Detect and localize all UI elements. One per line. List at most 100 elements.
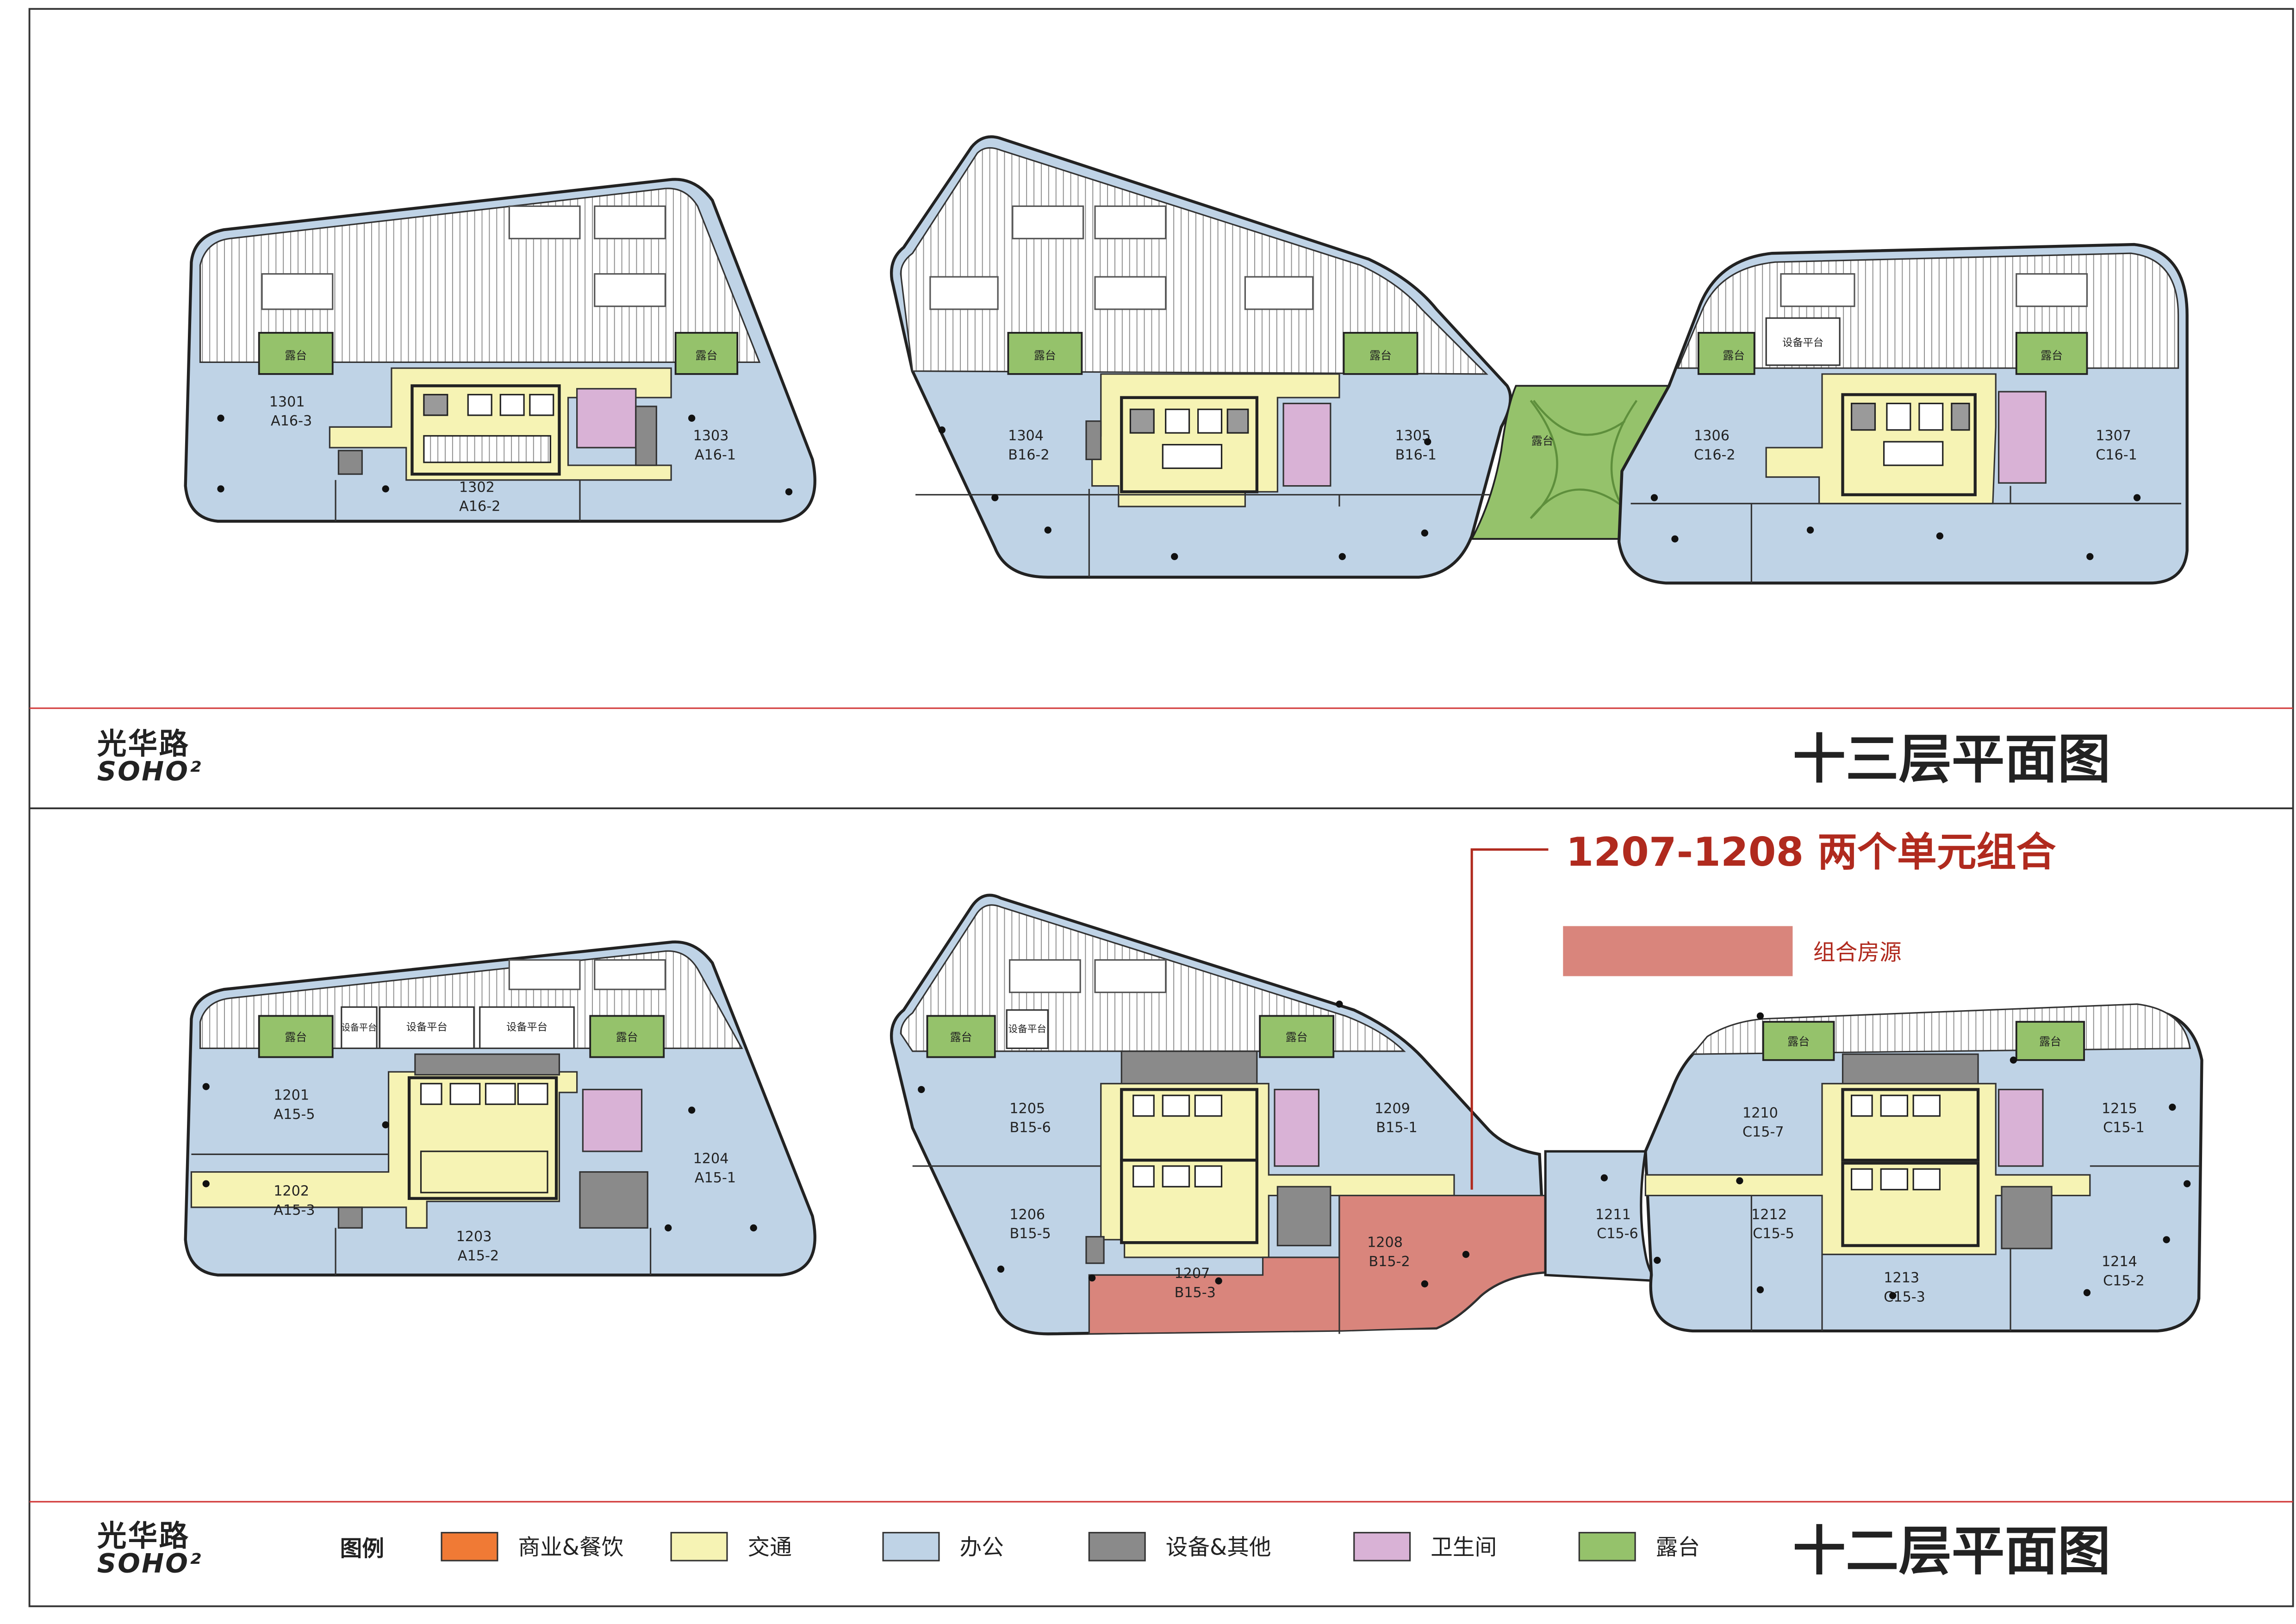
- unit-code: C15-6: [1597, 1226, 1638, 1242]
- legend-label: 露台: [1656, 1535, 1700, 1560]
- legend-label: 设备&其他: [1166, 1535, 1271, 1560]
- column-dot: [1336, 1000, 1343, 1008]
- column-dot: [1424, 438, 1431, 445]
- terrace-label: 露台: [1034, 349, 1056, 362]
- terrace-label: 露台: [950, 1031, 972, 1044]
- platform-label: 设备平台: [506, 1021, 548, 1033]
- column-dot: [1756, 1286, 1764, 1293]
- unit-number: 1207: [1174, 1266, 1210, 1282]
- terrace-label: 露台: [1723, 349, 1745, 362]
- column-dot: [2133, 494, 2141, 501]
- column-dot: [1756, 1012, 1764, 1020]
- column-dot: [2184, 1180, 2191, 1187]
- unit-code: C16-2: [1694, 447, 1736, 463]
- brand-logo-cn: 光华路: [97, 1518, 190, 1553]
- unit-code: A16-2: [459, 499, 500, 515]
- column-dot: [1936, 532, 1944, 540]
- unit-code: A16-3: [271, 413, 312, 429]
- column-dot: [217, 414, 224, 422]
- unit-number: 1213: [1884, 1270, 1919, 1286]
- legend-swatch: [1578, 1532, 1636, 1562]
- column-dot: [1421, 1280, 1428, 1287]
- column-dot: [997, 1265, 1005, 1273]
- callout-text: 1207-1208 两个单元组合: [1566, 829, 2056, 875]
- unit-code: A15-1: [695, 1170, 736, 1186]
- legend-swatch: [1353, 1532, 1411, 1562]
- column-dot: [217, 485, 224, 493]
- column-dot: [202, 1083, 210, 1090]
- unit-number: 1210: [1742, 1105, 1778, 1121]
- column-dot: [2010, 1056, 2017, 1064]
- floor-13-plan: 1301 A16-3 1302 A16-2 1303 A16-1 1304 B1…: [184, 135, 2189, 585]
- column-dot: [1044, 526, 1052, 534]
- legend-label: 卫生间: [1431, 1535, 1497, 1560]
- unit-code: B15-1: [1376, 1120, 1417, 1136]
- column-dot: [1089, 1274, 1096, 1282]
- column-dot: [785, 488, 793, 495]
- unit-code: C15-2: [2103, 1273, 2145, 1289]
- unit-number: 1209: [1375, 1100, 1410, 1117]
- column-dot: [1889, 1292, 1897, 1299]
- column-dot: [938, 426, 946, 434]
- unit-number: 1205: [1009, 1100, 1045, 1117]
- column-dot: [1806, 526, 1814, 534]
- unit-code: A15-3: [274, 1202, 315, 1218]
- column-dot: [1671, 535, 1679, 543]
- column-dot: [918, 1086, 925, 1093]
- floor-title: 十三层平面图: [1792, 728, 2110, 790]
- terrace-label: 露台: [696, 349, 718, 362]
- building-a12: [184, 940, 816, 1277]
- column-dot: [2169, 1103, 2176, 1111]
- platform-label: 设备平台: [342, 1023, 377, 1033]
- building-b12: [890, 893, 1547, 1336]
- terrace-label: 露台: [2041, 349, 2063, 362]
- column-dot: [1171, 553, 1178, 560]
- column-dot: [688, 414, 696, 422]
- unit-number: 1208: [1367, 1235, 1403, 1251]
- column-dot: [1338, 553, 1346, 560]
- column-dot: [665, 1224, 672, 1232]
- unit-code: B15-5: [1009, 1226, 1051, 1242]
- terrace-label: 露台: [1286, 1031, 1308, 1044]
- column-dot: [1650, 494, 1658, 501]
- unit-code: B16-1: [1395, 447, 1437, 463]
- unit-number: 1307: [2096, 428, 2131, 444]
- building-a13: [184, 178, 816, 523]
- unit-number: 1301: [269, 394, 305, 410]
- column-dot: [750, 1224, 757, 1232]
- brand-logo-en: SOHO²: [97, 756, 202, 787]
- column-dot: [382, 485, 389, 493]
- platform-label: 设备平台: [1782, 337, 1823, 349]
- structural-columns: [202, 414, 2191, 1299]
- unit-number: 1201: [274, 1087, 309, 1104]
- unit-code: A15-5: [274, 1106, 315, 1123]
- combined-label: 组合房源: [1813, 940, 1902, 966]
- floor-title: 十二层平面图: [1792, 1520, 2110, 1582]
- building-c13: [1617, 243, 2189, 585]
- column-dot: [1736, 1177, 1743, 1185]
- column-dot: [991, 494, 999, 501]
- unit-code: C15-1: [2103, 1120, 2145, 1136]
- column-dot: [1654, 1256, 1661, 1264]
- column-dot: [1421, 529, 1428, 537]
- platform-label: 设备平台: [406, 1021, 448, 1033]
- legend-swatch: [441, 1532, 498, 1562]
- floor-12-plan: 1207-1208 两个单元组合 组合房源 1201 A15-5 1202 A1…: [184, 829, 2203, 1336]
- terrace-label: 露台: [2039, 1035, 2061, 1048]
- terrace-label: 露台: [616, 1031, 638, 1044]
- brand-logo-en: SOHO²: [97, 1549, 202, 1579]
- legend: 图例 商业&餐饮交通办公设备&其他卫生间露台: [340, 1532, 1700, 1562]
- unit-code: C16-1: [2096, 447, 2137, 463]
- column-dot: [2083, 1289, 2091, 1296]
- unit-number: 1206: [1009, 1206, 1045, 1223]
- unit-number: 1302: [459, 479, 495, 495]
- title-block-12: 光华路 SOHO² 十二层平面图 图例 商业&餐饮交通办公设备&其他卫生间露台: [97, 1518, 2110, 1582]
- column-dot: [202, 1180, 210, 1187]
- legend-label: 商业&餐饮: [518, 1535, 623, 1560]
- unit-number: 1303: [693, 428, 729, 444]
- terrace-label: 露台: [1787, 1035, 1810, 1048]
- legend-label: 办公: [959, 1535, 1003, 1560]
- unit-number: 1306: [1694, 428, 1730, 444]
- unit-number: 1203: [456, 1229, 492, 1245]
- legend-label: 交通: [748, 1535, 792, 1560]
